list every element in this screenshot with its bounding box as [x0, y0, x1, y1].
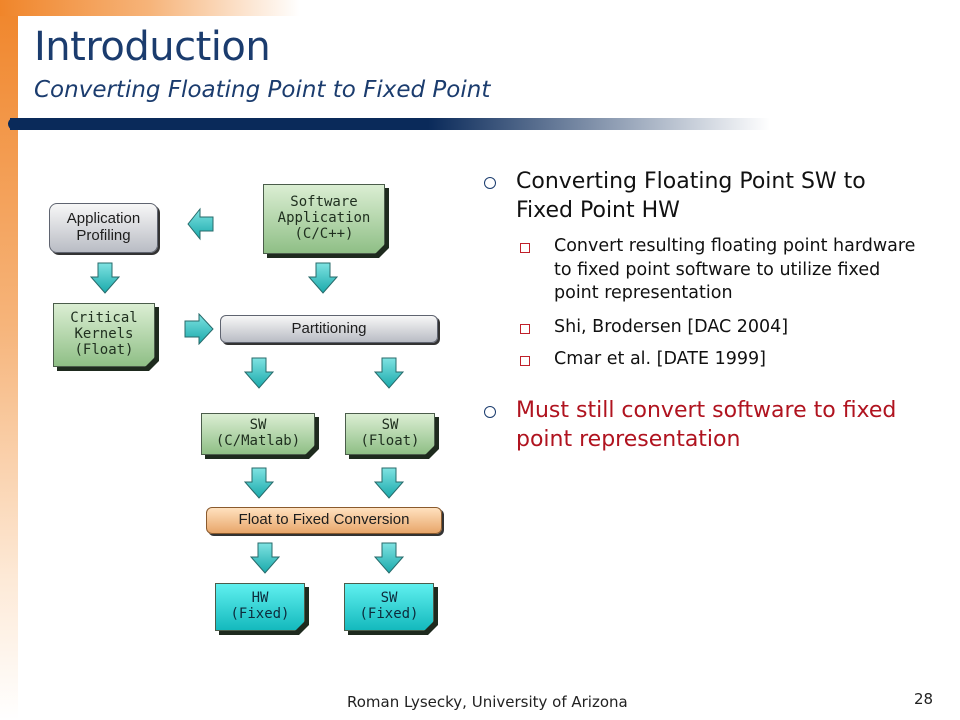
- software-application-line1: Software: [290, 194, 358, 211]
- bullet-text: Converting Floating Point SW to Fixed Po…: [516, 169, 866, 223]
- bullet-text: Must still convert software to fixed poi…: [516, 398, 897, 452]
- float-to-fixed-label: Float to Fixed Conversion: [238, 511, 410, 529]
- sub-bullet-text: Cmar et al. [DATE 1999]: [554, 348, 766, 369]
- software-application-line2: Application: [277, 210, 371, 227]
- sw-float-line2: (Float): [360, 433, 420, 449]
- critical-kernels-line1: Critical: [70, 310, 138, 327]
- hw-fixed-box: HW (Fixed): [215, 583, 305, 631]
- sub-bullet-text: Convert resulting floating point hardwar…: [554, 236, 916, 304]
- bullet-item-emphasis: Must still convert software to fixed poi…: [478, 397, 928, 454]
- application-profiling-box: Application Profiling: [49, 203, 158, 253]
- sub-bullet-item: Cmar et al. [DATE 1999]: [516, 348, 928, 372]
- partitioning-label: Partitioning: [291, 319, 367, 337]
- sw-float-box: SW (Float): [345, 413, 435, 455]
- critical-kernels-line3: (Float): [74, 341, 134, 358]
- arrow-right-icon: [184, 313, 214, 345]
- sub-bullet-text: Shi, Brodersen [DAC 2004]: [554, 317, 789, 338]
- arrow-down-icon: [250, 542, 280, 574]
- float-to-fixed-box: Float to Fixed Conversion: [206, 507, 442, 534]
- sw-fixed-box: SW (Fixed): [344, 583, 434, 631]
- circle-bullet-icon: [484, 406, 496, 419]
- arrow-down-icon: [308, 262, 338, 294]
- top-accent-bar: [0, 0, 300, 16]
- square-bullet-icon: [520, 355, 530, 366]
- sw-c-matlab-line2: (C/Matlab): [215, 433, 301, 449]
- bullet-list: Converting Floating Point SW to Fixed Po…: [478, 168, 928, 455]
- arrow-down-icon: [374, 542, 404, 574]
- arrow-left-icon: [187, 207, 214, 241]
- partitioning-box: Partitioning: [220, 315, 438, 343]
- title-rule: [10, 118, 770, 130]
- bullet-item: Converting Floating Point SW to Fixed Po…: [478, 168, 928, 225]
- arrow-down-icon: [244, 357, 274, 389]
- square-bullet-icon: [520, 243, 530, 254]
- page-number: 28: [914, 690, 934, 708]
- arrow-down-icon: [90, 262, 120, 294]
- footer-text: Roman Lysecky, University of Arizona: [347, 693, 628, 711]
- application-profiling-line1: Application: [66, 210, 141, 228]
- sw-float-line1: SW: [381, 417, 399, 434]
- sub-bullet-item: Shi, Brodersen [DAC 2004]: [516, 316, 928, 340]
- sw-fixed-line2: (Fixed): [359, 606, 419, 622]
- sub-bullet-item: Convert resulting floating point hardwar…: [516, 235, 928, 306]
- application-profiling-line2: Profiling: [76, 227, 131, 244]
- square-bullet-icon: [520, 324, 530, 335]
- arrow-down-icon: [374, 467, 404, 499]
- hw-fixed-line2: (Fixed): [230, 606, 290, 622]
- software-application-line3: (C/C++): [294, 225, 354, 242]
- arrow-down-icon: [244, 467, 274, 499]
- sw-c-matlab-line1: SW: [249, 417, 267, 434]
- critical-kernels-line2: Kernels: [74, 326, 134, 343]
- left-accent-bar: [0, 0, 18, 720]
- title-rule-dot: [8, 118, 20, 130]
- hw-fixed-line1: HW: [251, 590, 269, 607]
- slide-title: Introduction: [34, 24, 271, 70]
- critical-kernels-box: Critical Kernels (Float): [53, 303, 155, 367]
- circle-bullet-icon: [484, 177, 496, 189]
- slide-subtitle: Converting Floating Point to Fixed Point: [34, 77, 491, 103]
- software-application-box: Software Application (C/C++): [263, 184, 385, 254]
- sw-fixed-line1: SW: [380, 590, 398, 607]
- arrow-down-icon: [374, 357, 404, 389]
- sw-c-matlab-box: SW (C/Matlab): [201, 413, 315, 455]
